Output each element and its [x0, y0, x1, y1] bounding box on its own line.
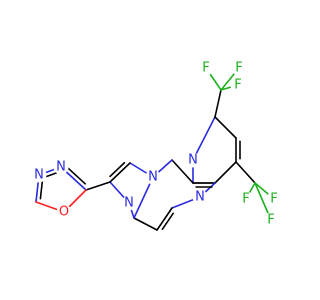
- fluorine-label-bg: [198, 60, 214, 76]
- fluorine-label-bg: [266, 191, 282, 207]
- nitrogen-label-bg: [53, 159, 69, 175]
- nitrogen-label-bg: [121, 195, 137, 211]
- fluorine-label-bg: [263, 212, 279, 228]
- bond: [192, 116, 216, 161]
- nitrogen-label-bg: [31, 167, 47, 183]
- bond: [133, 217, 158, 231]
- nitrogen-label: N: [188, 153, 198, 168]
- bond: [161, 212, 175, 230]
- fluorine-label: F: [267, 213, 274, 228]
- bond: [109, 162, 131, 183]
- fluorine-label-bg: [231, 60, 247, 76]
- bond: [85, 181, 111, 191]
- nitrogen-label-bg: [185, 152, 201, 168]
- oxygen-label-bg: [56, 204, 72, 220]
- bond: [39, 178, 44, 200]
- nitrogen-label: N: [34, 168, 44, 183]
- fluorine-label: F: [234, 78, 241, 93]
- bond: [66, 166, 87, 185]
- bond: [235, 161, 256, 184]
- nitrogen-label: N: [195, 190, 205, 205]
- fluorine-label: F: [235, 61, 242, 76]
- bond: [171, 159, 194, 184]
- nitrogen-label-bg: [145, 169, 161, 185]
- nitrogen-label: N: [124, 196, 134, 211]
- bond: [133, 176, 154, 219]
- fluorine-label: F: [202, 61, 209, 76]
- bond: [214, 161, 237, 184]
- fluorine-label-bg: [238, 191, 254, 207]
- nitrogen-label: N: [56, 160, 66, 175]
- fluorine-label: F: [242, 192, 249, 207]
- fluorine-label: F: [270, 192, 277, 207]
- bond: [214, 89, 222, 118]
- fluorine-label-bg: [230, 77, 246, 93]
- nitrogen-label-bg: [192, 189, 208, 205]
- bond: [214, 116, 237, 139]
- oxygen-label: O: [59, 205, 69, 220]
- nitrogen-label: N: [148, 170, 158, 185]
- bond: [109, 161, 126, 178]
- bond: [156, 207, 173, 231]
